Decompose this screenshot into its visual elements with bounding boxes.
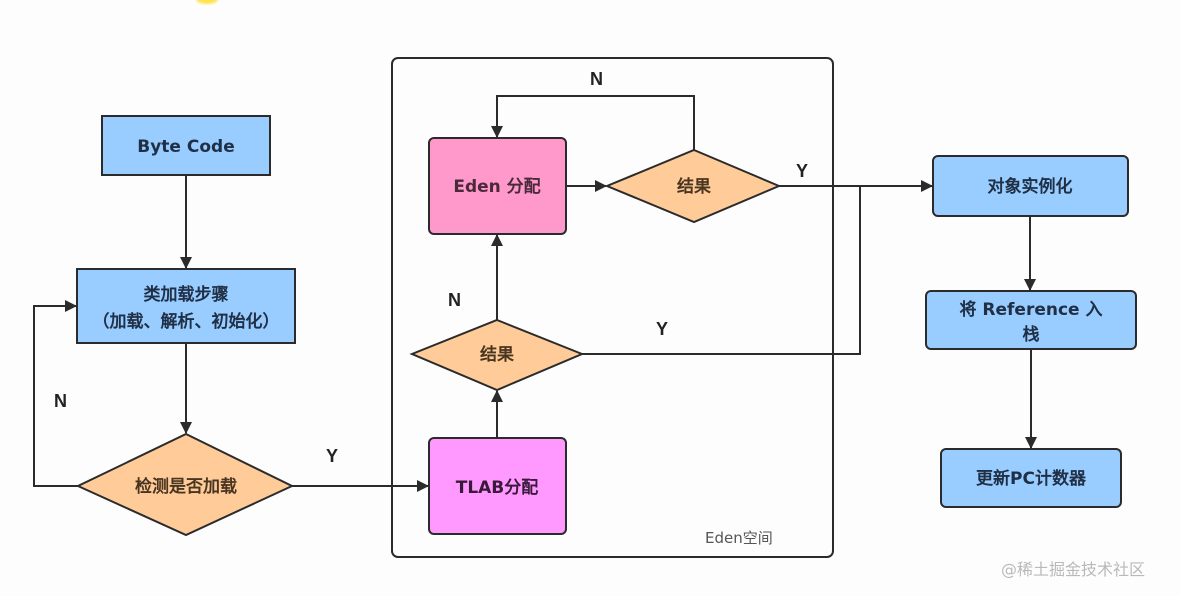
node-push-ref-line1: 将 Reference 入 [959, 299, 1102, 320]
node-update-pc-label: 更新PC计数器 [976, 468, 1087, 489]
node-bytecode-label: Byte Code [137, 137, 234, 157]
node-classload[interactable]: 类加载步骤 （加载、解析、初始化） [76, 268, 296, 344]
label-result-eden-yes: Y [796, 161, 808, 181]
eden-space-container: Eden空间 [391, 57, 834, 558]
eden-space-label: Eden空间 [705, 529, 773, 547]
node-push-ref-line2: 栈 [1023, 324, 1040, 345]
edge-result-tlab-yes [582, 186, 861, 355]
node-classload-line2: （加载、解析、初始化） [93, 311, 280, 332]
node-check-loaded[interactable]: 检测是否加载 [75, 432, 295, 537]
node-instantiate[interactable]: 对象实例化 [932, 155, 1129, 217]
node-instantiate-label: 对象实例化 [988, 176, 1073, 197]
watermark: @稀土掘金技术社区 [1001, 560, 1146, 579]
node-result-tlab[interactable]: 结果 [409, 318, 585, 392]
node-update-pc[interactable]: 更新PC计数器 [940, 448, 1122, 508]
label-result-eden-no: N [590, 69, 603, 89]
node-tlab[interactable]: TLAB分配 [428, 437, 567, 535]
label-result-tlab-no: N [448, 290, 461, 310]
node-result-tlab-label: 结果 [480, 344, 514, 365]
label-check-no: N [54, 391, 67, 411]
label-result-tlab-yes: Y [656, 319, 668, 339]
node-eden-label: Eden 分配 [453, 177, 540, 197]
node-result-eden-label: 结果 [677, 176, 711, 197]
node-eden[interactable]: Eden 分配 [428, 137, 567, 235]
edge-result-eden-no-loop [491, 95, 695, 150]
node-tlab-label: TLAB分配 [456, 478, 539, 498]
node-push-ref[interactable]: 将 Reference 入 栈 [925, 290, 1137, 350]
decorative-blob [196, 0, 218, 4]
edges [33, 95, 1037, 492]
node-classload-line1: 类加载步骤 [144, 284, 229, 305]
label-check-yes: Y [326, 446, 338, 466]
edge-check-no-loop [33, 300, 78, 487]
node-check-loaded-label: 检测是否加载 [135, 476, 237, 497]
node-bytecode[interactable]: Byte Code [101, 115, 271, 176]
node-result-eden[interactable]: 结果 [604, 148, 782, 224]
